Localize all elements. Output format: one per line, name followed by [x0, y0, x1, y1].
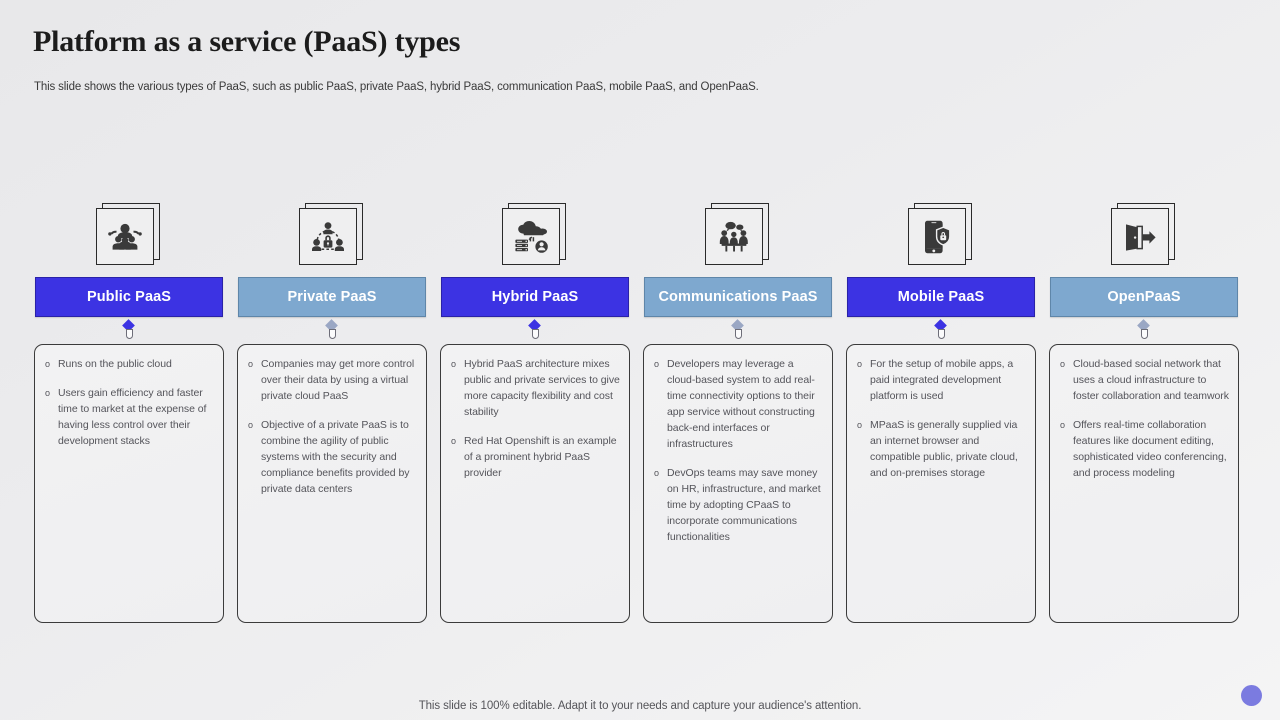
bullet-marker-icon: o: [654, 359, 659, 370]
paas-type-title-bar[interactable]: OpenPaaS: [1050, 276, 1238, 318]
icon-frame: [299, 203, 365, 268]
bullet-marker-icon: o: [451, 359, 456, 370]
bullet-marker-icon: o: [857, 359, 862, 370]
icon-frame: [502, 203, 568, 268]
people-meeting-chat-icon: [705, 208, 763, 265]
bullet-text: Runs on the public cloud: [58, 358, 172, 371]
decorative-dot: [1241, 685, 1262, 706]
bullet-marker-icon: o: [857, 420, 862, 431]
open-door-arrow-icon: [1111, 208, 1169, 265]
people-network-lock-icon: [299, 208, 357, 265]
connector-stem-icon: [937, 329, 945, 340]
bullet-text: Developers may leverage a cloud-based sy…: [667, 358, 815, 451]
paas-type-title-bar[interactable]: Private PaaS: [238, 276, 426, 318]
bullet-marker-icon: o: [451, 436, 456, 447]
paas-type-title-bar[interactable]: Communications PaaS: [644, 276, 832, 318]
icon-frame: [1111, 203, 1177, 268]
paas-type-title-label: Mobile PaaS: [897, 288, 985, 305]
bullet-text: For the setup of mobile apps, a paid int…: [870, 358, 1014, 403]
paas-type-description-card: o Cloud-based social network that uses a …: [1049, 344, 1239, 623]
paas-type-column: Communications PaaS o Developers may lever…: [642, 203, 834, 623]
paas-type-description-card: o Developers may leverage a cloud-based s…: [643, 344, 833, 623]
connector-stem-icon: [734, 329, 742, 340]
bullet-marker-icon: o: [248, 359, 253, 370]
connector-pin-icon: [324, 319, 340, 341]
connector-pin-icon: [1136, 319, 1152, 341]
slide-subtitle: This slide shows the various types of Pa…: [34, 81, 759, 93]
list-item: o Objective of a private PaaS is to combi…: [246, 417, 417, 497]
footer-note: This slide is 100% editable. Adapt it to…: [418, 700, 862, 712]
paas-type-title-label: Public PaaS: [86, 288, 172, 305]
people-group-icon: [96, 208, 154, 265]
paas-type-title-bar[interactable]: Mobile PaaS: [847, 276, 1035, 318]
paas-type-title-label: OpenPaaS: [1107, 288, 1181, 305]
connector-pin-icon: [933, 319, 949, 341]
bullet-text: Companies may get more control over thei…: [261, 358, 415, 403]
connector-pin-icon: [527, 319, 543, 341]
list-item: o Developers may leverage a cloud-based s…: [652, 356, 823, 452]
icon-frame: [908, 203, 974, 268]
list-item: o Red Hat Openshift is an example of a pr…: [449, 433, 620, 481]
smartphone-shield-lock-icon: [908, 208, 966, 265]
bullet-text: Offers real-time collaboration features …: [1073, 419, 1227, 480]
list-item: o Offers real-time collaboration features…: [1058, 417, 1229, 481]
icon-frame: [96, 203, 162, 268]
list-item: o Companies may get more control over the…: [246, 356, 417, 404]
bullet-marker-icon: o: [45, 388, 50, 399]
paas-type-column: Private PaaS o Companies may get more cont…: [236, 203, 428, 623]
paas-type-description-card: o For the setup of mobile apps, a paid in…: [846, 344, 1036, 623]
list-item: o MPaaS is generally supplied via an inte…: [855, 417, 1026, 481]
bullet-marker-icon: o: [654, 468, 659, 479]
paas-type-title-label: Hybrid PaaS: [491, 288, 579, 305]
bullet-text: Objective of a private PaaS is to combin…: [261, 419, 410, 496]
paas-type-title-label: Private PaaS: [287, 288, 377, 305]
list-item: o Users gain efficiency and faster time t…: [43, 385, 214, 449]
bullet-text: Red Hat Openshift is an example of a pro…: [464, 435, 617, 480]
connector-stem-icon: [125, 329, 133, 340]
bullet-marker-icon: o: [1060, 359, 1065, 370]
list-item: o Hybrid PaaS architecture mixes public a…: [449, 356, 620, 420]
paas-type-column: OpenPaaS o Cloud-based social network that…: [1048, 203, 1240, 623]
bullet-text: MPaaS is generally supplied via an inter…: [870, 419, 1018, 480]
slide-title: Platform as a service (PaaS) types: [33, 25, 461, 58]
bullet-marker-icon: o: [1060, 420, 1065, 431]
cloud-server-user-icon: [502, 208, 560, 265]
bullet-list: o Companies may get more control over the…: [246, 356, 417, 497]
bullet-text: Hybrid PaaS architecture mixes public an…: [464, 358, 620, 419]
connector-stem-icon: [1140, 329, 1148, 340]
bullet-list: o Hybrid PaaS architecture mixes public a…: [449, 356, 620, 481]
paas-type-description-card: o Companies may get more control over the…: [237, 344, 427, 623]
bullet-list: o For the setup of mobile apps, a paid in…: [855, 356, 1026, 481]
connector-stem-icon: [328, 329, 336, 340]
bullet-text: Cloud-based social network that uses a c…: [1073, 358, 1229, 403]
paas-type-title-bar[interactable]: Hybrid PaaS: [441, 276, 629, 318]
connector-pin-icon: [121, 319, 137, 341]
connector-pin-icon: [730, 319, 746, 341]
list-item: o DevOps teams may save money on HR, infr…: [652, 465, 823, 545]
paas-type-title-label: Communications PaaS: [658, 288, 818, 305]
list-item: o For the setup of mobile apps, a paid in…: [855, 356, 1026, 404]
list-item: o Cloud-based social network that uses a …: [1058, 356, 1229, 404]
paas-type-title-bar[interactable]: Public PaaS: [35, 276, 223, 318]
bullet-list: o Developers may leverage a cloud-based s…: [652, 356, 823, 545]
paas-type-column: Mobile PaaS o For the setup of mobile apps…: [845, 203, 1037, 623]
list-item: o Runs on the public cloud: [43, 356, 214, 372]
bullet-text: Users gain efficiency and faster time to…: [58, 387, 207, 448]
icon-frame: [705, 203, 771, 268]
paas-type-description-card: o Hybrid PaaS architecture mixes public a…: [440, 344, 630, 623]
bullet-list: o Cloud-based social network that uses a …: [1058, 356, 1229, 481]
bullet-text: DevOps teams may save money on HR, infra…: [667, 467, 821, 544]
connector-stem-icon: [531, 329, 539, 340]
bullet-marker-icon: o: [248, 420, 253, 431]
bullet-marker-icon: o: [45, 359, 50, 370]
paas-type-column: Hybrid PaaS o Hybrid PaaS architecture mix…: [439, 203, 631, 623]
